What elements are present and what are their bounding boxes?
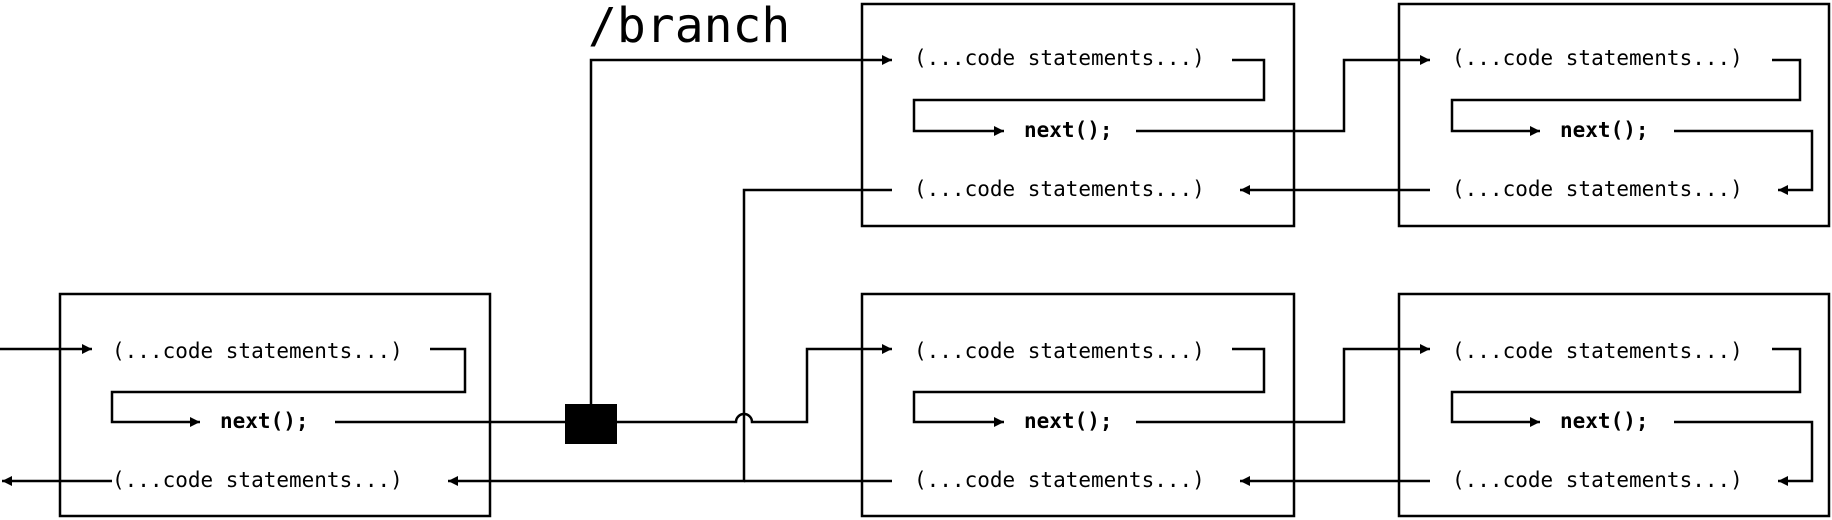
main-next-to-branch-b-wire: [335, 344, 892, 424]
branch-a-top-statements: (...code statements...): [914, 46, 1205, 70]
branch-label: /branch: [588, 0, 790, 54]
branch-b-end-top-statements: (...code statements...): [1452, 339, 1743, 363]
branch-a-end-internal-flow-arrow: [1450, 58, 1802, 136]
main-box-frame: [58, 292, 492, 518]
branch-b-end-box-frame: [1397, 292, 1831, 518]
branch-b-end-middleware-box: (...code statements...) next(); (...code…: [1397, 292, 1831, 518]
main-top-statements: (...code statements...): [112, 339, 403, 363]
branch-a-end-middleware-box: (...code statements...) next(); (...code…: [1397, 2, 1831, 228]
branch-a-end-box-frame: [1397, 2, 1831, 228]
branch-a-bottom-statements: (...code statements...): [914, 177, 1205, 201]
main-next-call: next();: [220, 409, 309, 433]
main-bottom-statements: (...code statements...): [112, 468, 403, 492]
branch-a-next-call: next();: [1024, 118, 1113, 142]
branch-b-next-to-end-wire: [1136, 344, 1430, 424]
branch-b-top-statements: (...code statements...): [914, 339, 1205, 363]
branch-point-marker: [565, 404, 617, 444]
branch-point-to-branch-a-wire: [589, 55, 892, 422]
main-middleware-box: (...code statements...) next(); (...code…: [58, 292, 492, 518]
branch-a-internal-flow-arrow: [912, 58, 1266, 136]
branch-b-middleware-box: (...code statements...) next(); (...code…: [860, 292, 1296, 518]
branch-a-middleware-box: (...code statements...) next(); (...code…: [860, 2, 1296, 228]
branch-a-return-wire: [448, 188, 892, 486]
branch-b-internal-flow-arrow: [912, 347, 1266, 427]
main-internal-flow-arrow: [110, 347, 467, 427]
branch-b-box-frame: [860, 292, 1296, 518]
branch-b-end-bottom-statements: (...code statements...): [1452, 468, 1743, 492]
branch-b-bottom-statements: (...code statements...): [914, 468, 1205, 492]
branch-b-end-internal-flow-arrow: [1450, 347, 1802, 427]
branch-b-end-return-arrow: [1674, 420, 1814, 486]
branch-a-next-to-end-wire: [1136, 55, 1430, 133]
branch-a-end-top-statements: (...code statements...): [1452, 46, 1743, 70]
branch-a-box-frame: [860, 2, 1296, 228]
branch-a-end-bottom-statements: (...code statements...): [1452, 177, 1743, 201]
branch-a-end-return-arrow: [1674, 129, 1814, 195]
branch-b-end-next-call: next();: [1560, 409, 1649, 433]
branch-b-next-call: next();: [1024, 409, 1113, 433]
branch-a-end-next-call: next();: [1560, 118, 1649, 142]
